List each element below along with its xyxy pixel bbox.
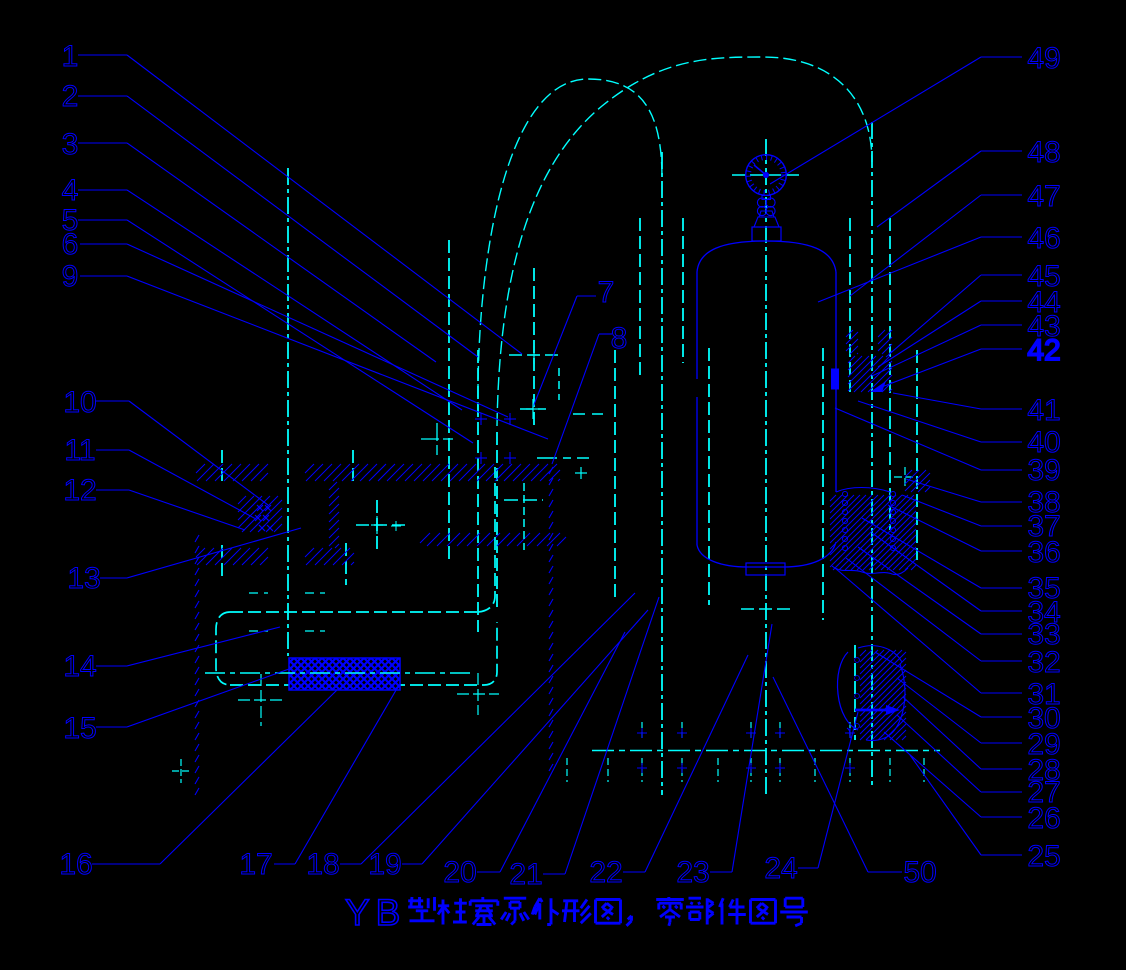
svg-text:22: 22 (589, 856, 622, 889)
svg-text:50: 50 (903, 856, 936, 889)
svg-text:4: 4 (62, 174, 79, 207)
svg-text:25: 25 (1027, 840, 1060, 873)
svg-text:12: 12 (63, 474, 96, 507)
svg-text:9: 9 (62, 260, 79, 293)
svg-text:48: 48 (1027, 136, 1060, 169)
svg-text:14: 14 (63, 650, 96, 683)
svg-text:11: 11 (64, 434, 95, 467)
svg-text:24: 24 (764, 852, 797, 885)
svg-text:6: 6 (62, 228, 79, 261)
svg-text:8: 8 (611, 322, 628, 355)
svg-text:26: 26 (1027, 802, 1060, 835)
svg-text:2: 2 (62, 80, 79, 113)
svg-text:7: 7 (598, 276, 615, 309)
svg-text:49: 49 (1027, 42, 1060, 75)
svg-text:39: 39 (1027, 454, 1060, 487)
svg-text:13: 13 (67, 562, 100, 595)
svg-text:46: 46 (1027, 222, 1060, 255)
svg-text:1: 1 (62, 40, 79, 73)
svg-text:15: 15 (63, 712, 96, 745)
svg-text:16: 16 (59, 848, 92, 881)
svg-text:42: 42 (1027, 334, 1060, 367)
svg-text:18: 18 (306, 848, 339, 881)
svg-text:20: 20 (443, 856, 476, 889)
svg-text:41: 41 (1027, 394, 1060, 427)
svg-text:YB: YB (345, 892, 406, 933)
svg-text:3: 3 (62, 128, 79, 161)
svg-text:19: 19 (368, 848, 401, 881)
svg-text:47: 47 (1027, 180, 1060, 213)
svg-text:10: 10 (63, 386, 96, 419)
svg-text:32: 32 (1027, 646, 1060, 679)
svg-text:23: 23 (676, 856, 709, 889)
svg-text:36: 36 (1027, 536, 1060, 569)
svg-text:21: 21 (509, 858, 542, 891)
svg-text:17: 17 (239, 848, 272, 881)
